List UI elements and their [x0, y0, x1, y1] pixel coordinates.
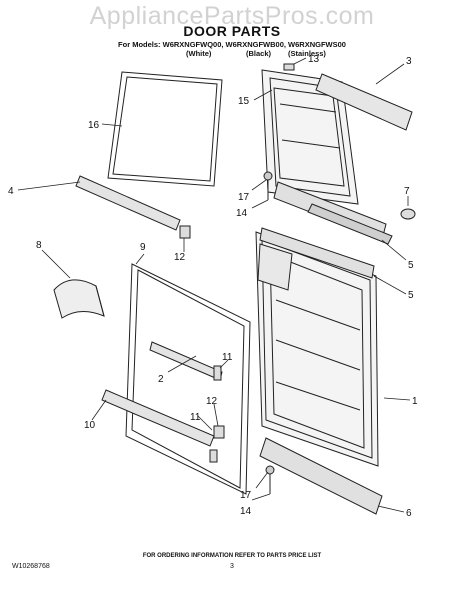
callout-17b: 17 — [240, 490, 252, 501]
callout-11a: 11 — [222, 352, 233, 363]
callout-15: 15 — [238, 96, 250, 107]
callout-13: 13 — [308, 54, 320, 65]
callout-11b: 11 — [190, 412, 201, 423]
callout-10: 10 — [84, 420, 96, 431]
freezer-door-bar — [75, 175, 181, 231]
callout-3: 3 — [406, 56, 412, 67]
callout-5a: 5 — [408, 260, 414, 271]
page-title: DOOR PARTS — [183, 23, 281, 39]
callout-1: 1 — [412, 396, 418, 407]
color-black: (Black) — [246, 49, 272, 58]
callout-12a: 12 — [174, 252, 186, 263]
fresh-food-gasket — [125, 263, 251, 495]
hinge-screw — [263, 171, 273, 181]
retainer — [209, 449, 218, 463]
callout-5b: 5 — [408, 290, 414, 301]
bottom-trim — [259, 437, 383, 515]
callout-14b: 14 — [240, 506, 252, 517]
callout-8: 8 — [36, 240, 42, 251]
models-line: For Models: W6RXNGFWQ00, W6RXNGFWB00, W6… — [118, 40, 346, 49]
dairy-door-bin — [53, 279, 105, 319]
retainer-clip — [213, 425, 225, 439]
retainer-clip — [179, 225, 191, 239]
callout-4: 4 — [8, 186, 14, 197]
callout-7: 7 — [404, 186, 410, 197]
callout-9: 9 — [140, 242, 146, 253]
fresh-food-bar-lower — [101, 389, 215, 447]
plug-button — [400, 208, 416, 220]
freezer-door-cap — [283, 63, 295, 71]
callout-6: 6 — [406, 508, 412, 519]
fridge-door-trim — [259, 227, 375, 279]
dairy-bin — [257, 243, 293, 291]
color-stainless: (Stainless) — [288, 49, 326, 58]
callout-16: 16 — [88, 120, 100, 131]
color-white: (White) — [186, 49, 212, 58]
callout-17a: 17 — [238, 192, 250, 203]
callout-2: 2 — [158, 374, 164, 385]
ordering-note: FOR ORDERING INFORMATION REFER TO PARTS … — [142, 553, 322, 559]
page-number: 3 — [230, 563, 234, 570]
freezer-door — [261, 63, 359, 205]
callout-12b: 12 — [206, 396, 218, 407]
refrigerator-door — [255, 231, 379, 467]
retainer — [213, 365, 222, 381]
watermark: AppliancePartsPros.com — [89, 2, 375, 30]
callout-14a: 14 — [236, 208, 248, 219]
hinge-trim-slot — [307, 203, 393, 245]
document-id: W10268768 — [12, 563, 50, 570]
freezer-gasket — [107, 71, 223, 187]
freezer-handle-trim — [315, 73, 413, 131]
